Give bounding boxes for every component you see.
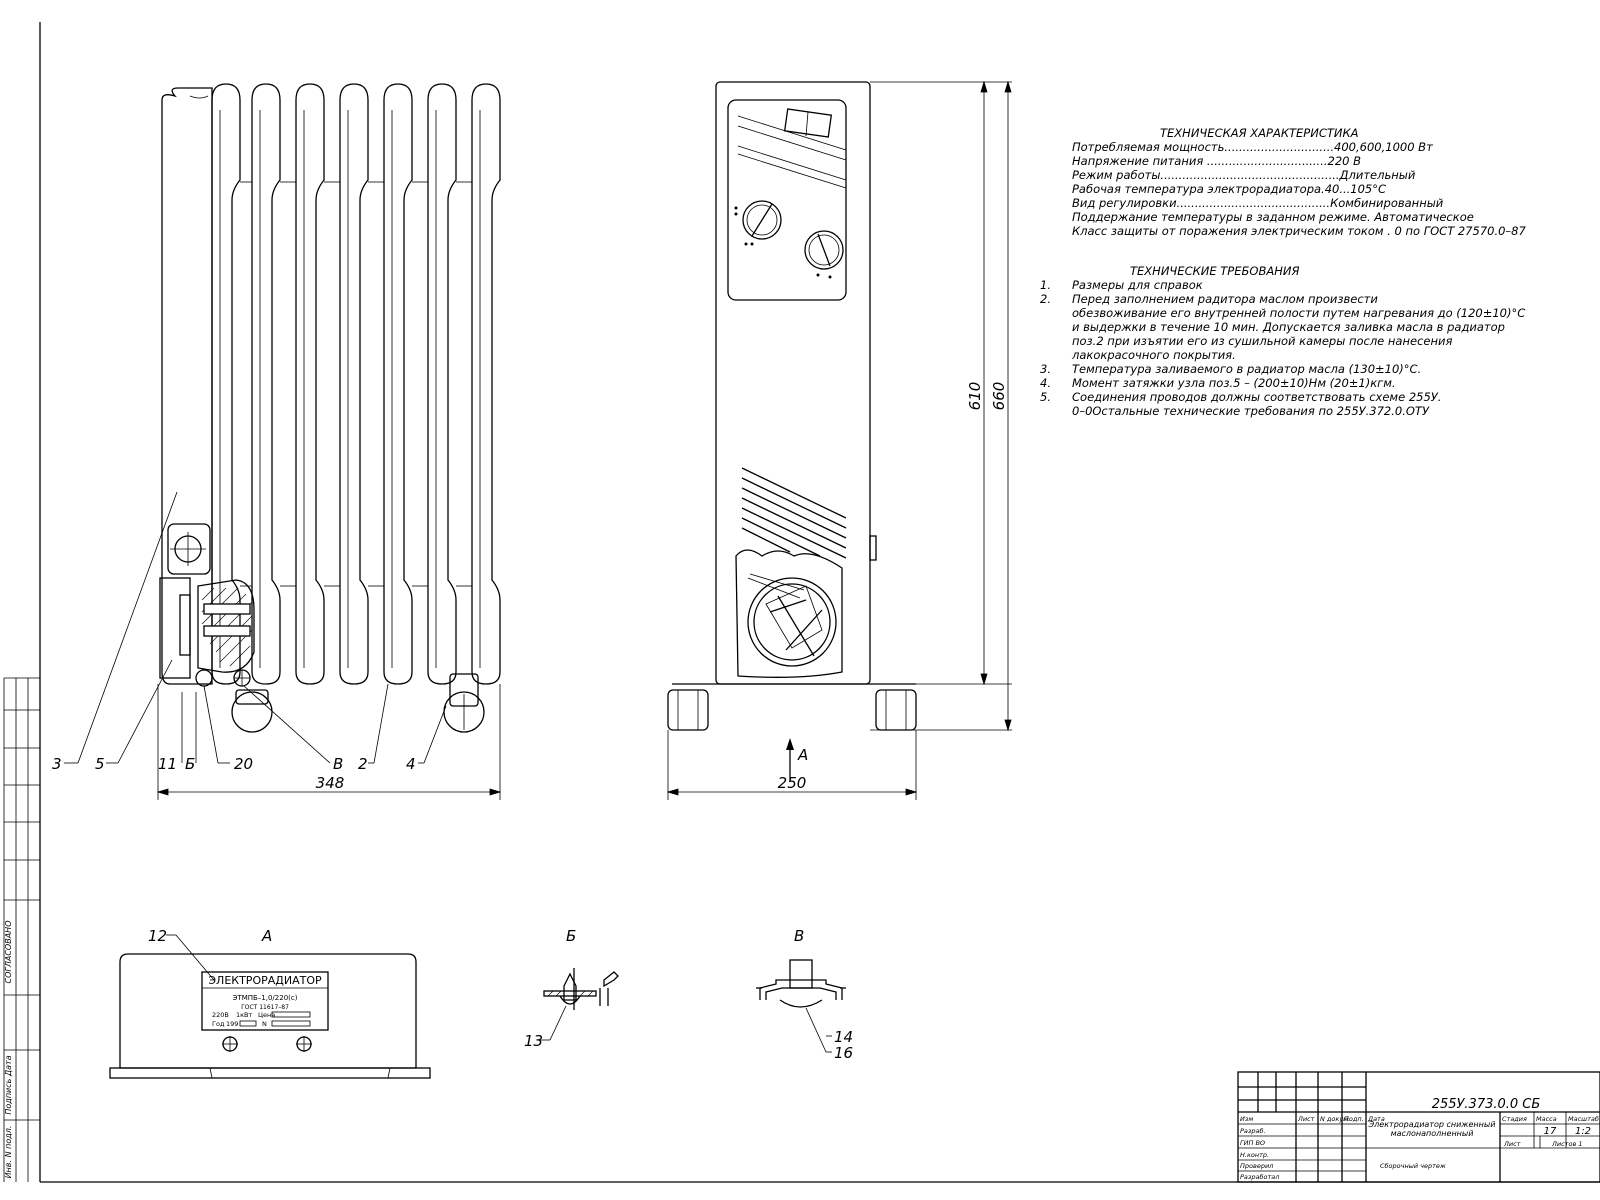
side-wheel-right: [443, 673, 485, 733]
view-a-title: А: [261, 927, 272, 945]
dim-250: [666, 730, 918, 800]
callout-2: 2: [358, 755, 368, 773]
callout-b-cyr: Б: [185, 755, 195, 773]
front-view: [667, 81, 917, 731]
scale-value: 1:2: [1575, 1126, 1591, 1137]
callout-4: 4: [406, 755, 416, 773]
knob-right: [804, 230, 844, 279]
mass-label: Масса: [1536, 1115, 1557, 1123]
tech-spec-line: Потребляемая мощность...................…: [1072, 140, 1433, 154]
tech-req-title: ТЕХНИЧЕСКИЕ ТРЕБОВАНИЯ: [1130, 264, 1299, 278]
callout-20: 20: [234, 755, 253, 773]
sheets-label: Листов 1: [1551, 1140, 1582, 1148]
agreed-label: СОГЛАСОВАНО: [4, 921, 13, 984]
scale-label: Масштаб: [1568, 1115, 1599, 1123]
nameplate-gost: ГОСТ 11617–87: [241, 1004, 289, 1011]
tech-req-block: ТЕХНИЧЕСКИЕ ТРЕБОВАНИЯ 1. Размеры для сп…: [1040, 264, 1525, 418]
dim-250-label: 250: [778, 774, 807, 792]
front-wheel-left: [667, 689, 709, 731]
tech-spec-line: Вид регулировки.........................…: [1072, 196, 1444, 210]
view-a-arrow: [786, 738, 794, 782]
callout-3: 3: [52, 755, 62, 773]
tech-req-line: Момент затяжки узла поз.5 – (200±10)Нм (…: [1072, 376, 1396, 390]
callout-11: 11: [158, 755, 177, 773]
tech-req-line: обезвоживание его внутренней полости пут…: [1072, 306, 1525, 320]
callout-v: В: [333, 755, 343, 773]
tech-spec-line: Напряжение питания .....................…: [1072, 154, 1361, 168]
nameplate-year: Год: [212, 1020, 225, 1028]
role-3: Проверил: [1240, 1162, 1273, 1170]
nameplate-model: ЭТМПБ–1,0/220(с): [233, 994, 298, 1002]
role-2: Н.контр.: [1240, 1151, 1269, 1159]
front-wheel-right: [875, 689, 917, 731]
role-1: ГИП ВО: [1240, 1139, 1265, 1147]
sign-date-label: Подпись Дата: [4, 1055, 13, 1114]
stage-label: Стадия: [1502, 1115, 1527, 1123]
tech-spec-line: Рабочая температура электрорадиатора.40.…: [1072, 182, 1386, 196]
mass-value: 17: [1544, 1126, 1557, 1137]
side-leaders: [64, 491, 447, 764]
dim-660-label: 660: [990, 382, 1008, 411]
nameplate-price: Цена: [258, 1011, 275, 1019]
view-v-drawing: [756, 959, 846, 1053]
doc-type: Сборочный чертеж: [1380, 1162, 1446, 1170]
title-block: [1237, 1071, 1600, 1183]
callout-16: 16: [834, 1044, 853, 1062]
doc-code: 255У.373.0.0 СБ: [1432, 1097, 1541, 1112]
tech-req-line: Перед заполнением радитора маслом произв…: [1072, 292, 1378, 306]
callout-12: 12: [148, 927, 167, 945]
tech-req-num: 2.: [1040, 292, 1051, 306]
tech-req-line: 0–0Остальные технические требования по 2…: [1072, 404, 1430, 418]
col-data: Дата: [1367, 1115, 1385, 1123]
doc-name-2: маслонаполненный: [1391, 1129, 1474, 1138]
tech-spec-line: Класс защиты от поражения электрическим …: [1072, 224, 1526, 238]
view-b-title: Б: [566, 927, 576, 945]
tech-req-num: 4.: [1040, 376, 1051, 390]
tech-req-line: лакокрасочного покрытия.: [1071, 348, 1236, 362]
col-podp: Подп.: [1344, 1115, 1364, 1123]
nameplate-power: 1кВт: [236, 1011, 253, 1019]
tech-req-num: 3.: [1040, 362, 1051, 376]
role-0: Разраб.: [1240, 1127, 1266, 1135]
view-v-title: В: [794, 927, 804, 945]
callout-5: 5: [95, 755, 105, 773]
view-b-drawing: [540, 968, 619, 1041]
side-wheel-left: [231, 689, 273, 733]
dim-348: [156, 684, 502, 800]
inv-label: Инв. N подл.: [4, 1126, 13, 1179]
knob-left: [734, 200, 782, 246]
dim-610-label: 610: [966, 382, 984, 411]
callout-14: 14: [834, 1028, 853, 1046]
view-a-drawing: [109, 934, 431, 1079]
tech-spec-line: Режим работы............................…: [1072, 168, 1416, 182]
tech-req-line: Температура заливаемого в радиатор масла…: [1072, 362, 1421, 376]
sheet-label: Лист: [1503, 1140, 1521, 1148]
tech-spec-line: Поддержание температуры в заданном режим…: [1072, 210, 1474, 224]
role-4: Разработал: [1240, 1173, 1279, 1181]
dim-348-label: 348: [316, 774, 345, 792]
vent-slots: [741, 467, 847, 559]
col-ndoc: N докум.: [1320, 1115, 1350, 1123]
callout-13: 13: [524, 1032, 543, 1050]
doc-name-1: Электрорадиатор сниженный: [1368, 1120, 1496, 1129]
tech-req-line: Соединения проводов должны соответствова…: [1072, 390, 1441, 404]
nameplate-year-val: 199: [226, 1020, 238, 1028]
nameplate-title: ЭЛЕКТРОРАДИАТОР: [208, 974, 322, 987]
tech-req-line: поз.2 при изъятии его из сушильной камер…: [1072, 334, 1452, 348]
arrow-a-label: А: [797, 746, 808, 764]
side-view: [159, 83, 501, 733]
tech-req-line: Размеры для справок: [1072, 278, 1203, 292]
tech-spec-block: ТЕХНИЧЕСКАЯ ХАРАКТЕРИСТИКА Потребляемая …: [1072, 126, 1526, 238]
tech-req-line: и выдержки в течение 10 мин. Допускается…: [1072, 320, 1505, 334]
col-list: Лист: [1297, 1115, 1315, 1123]
tech-req-num: 5.: [1040, 390, 1051, 404]
nameplate-volt: 220В: [212, 1011, 229, 1019]
tech-spec-title: ТЕХНИЧЕСКАЯ ХАРАКТЕРИСТИКА: [1160, 126, 1359, 140]
col-izm: Изм: [1240, 1115, 1253, 1123]
tech-req-num: 1.: [1040, 278, 1051, 292]
dim-heights: [870, 80, 1012, 732]
nameplate-num: N: [262, 1020, 267, 1028]
